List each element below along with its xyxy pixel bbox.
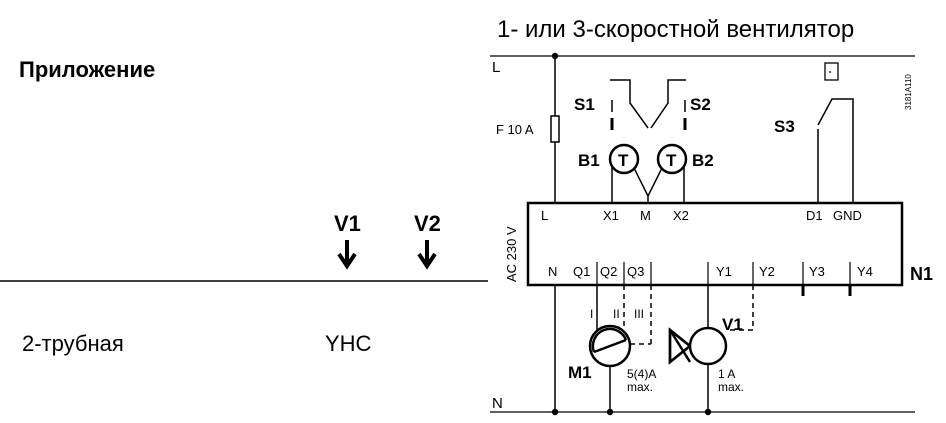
sensor-b1-symbol: T xyxy=(618,151,629,170)
switch-s2 xyxy=(650,79,687,130)
sensor-b2-label: B2 xyxy=(692,151,714,170)
supply-voltage-label: AC 230 V xyxy=(504,226,519,282)
door-icon xyxy=(824,62,839,81)
motor-rating-note: max. xyxy=(627,380,653,394)
valve-v1 xyxy=(668,326,728,366)
terminal-gnd: GND xyxy=(833,208,862,223)
application-heading: Приложение xyxy=(19,57,156,82)
switch-s3-label: S3 xyxy=(774,117,795,136)
terminal-ticks xyxy=(596,262,851,285)
motor-rating: 5(4)A xyxy=(627,367,656,381)
column-header-v2: V2 xyxy=(414,211,441,236)
sensor-b1 xyxy=(608,143,640,175)
valve-rating-note: max. xyxy=(718,380,744,394)
row-label-2-pipe: 2-трубная xyxy=(22,331,124,356)
terminal-y2: Y2 xyxy=(759,264,775,279)
column-header-v1: V1 xyxy=(334,211,361,236)
rail-n-label: N xyxy=(492,395,503,412)
terminal-l: L xyxy=(541,208,548,223)
fuse-label: F 10 A xyxy=(496,122,534,137)
arrow-down-icon-v1 xyxy=(337,240,357,270)
speed-ii: II xyxy=(613,307,620,321)
terminal-y3: Y3 xyxy=(809,264,825,279)
switch-s1 xyxy=(610,79,649,130)
motor-label: M1 xyxy=(568,363,592,382)
switch-s2-label: S2 xyxy=(690,95,711,114)
fuse xyxy=(550,115,560,143)
document-code: 3181A110 xyxy=(904,74,913,110)
terminal-x1: X1 xyxy=(603,208,619,223)
controller-label: N1 xyxy=(910,264,933,284)
sensor-b1-label: B1 xyxy=(578,151,600,170)
terminal-y4: Y4 xyxy=(857,264,873,279)
controller-n1 xyxy=(526,201,904,287)
valve-control-dashed xyxy=(726,285,754,331)
sensor-b2-symbol: T xyxy=(666,151,677,170)
diagram-title: 1- или 3-скоростной вентилятор xyxy=(497,16,854,43)
fan-icon xyxy=(591,327,628,354)
sensor-b2 xyxy=(656,143,688,175)
terminal-n: N xyxy=(548,264,557,279)
speed-i: I xyxy=(590,307,593,321)
terminal-q3: Q3 xyxy=(627,264,644,279)
terminal-d1: D1 xyxy=(806,208,823,223)
terminal-q2: Q2 xyxy=(600,264,617,279)
valve-label: V1 xyxy=(722,315,743,334)
terminal-m: M xyxy=(640,208,651,223)
terminal-x2: X2 xyxy=(673,208,689,223)
terminal-y1: Y1 xyxy=(716,264,732,279)
rail-l-label: L xyxy=(492,59,500,76)
row-value-yhc: YHC xyxy=(325,331,372,356)
arrow-down-icon-v2 xyxy=(417,240,437,270)
switch-s3 xyxy=(817,98,854,203)
sensor-wiring xyxy=(611,167,685,203)
terminal-q1: Q1 xyxy=(573,264,590,279)
speed-iii: III xyxy=(634,307,644,321)
valve-rating: 1 A xyxy=(718,367,735,381)
switch-s1-label: S1 xyxy=(574,95,595,114)
